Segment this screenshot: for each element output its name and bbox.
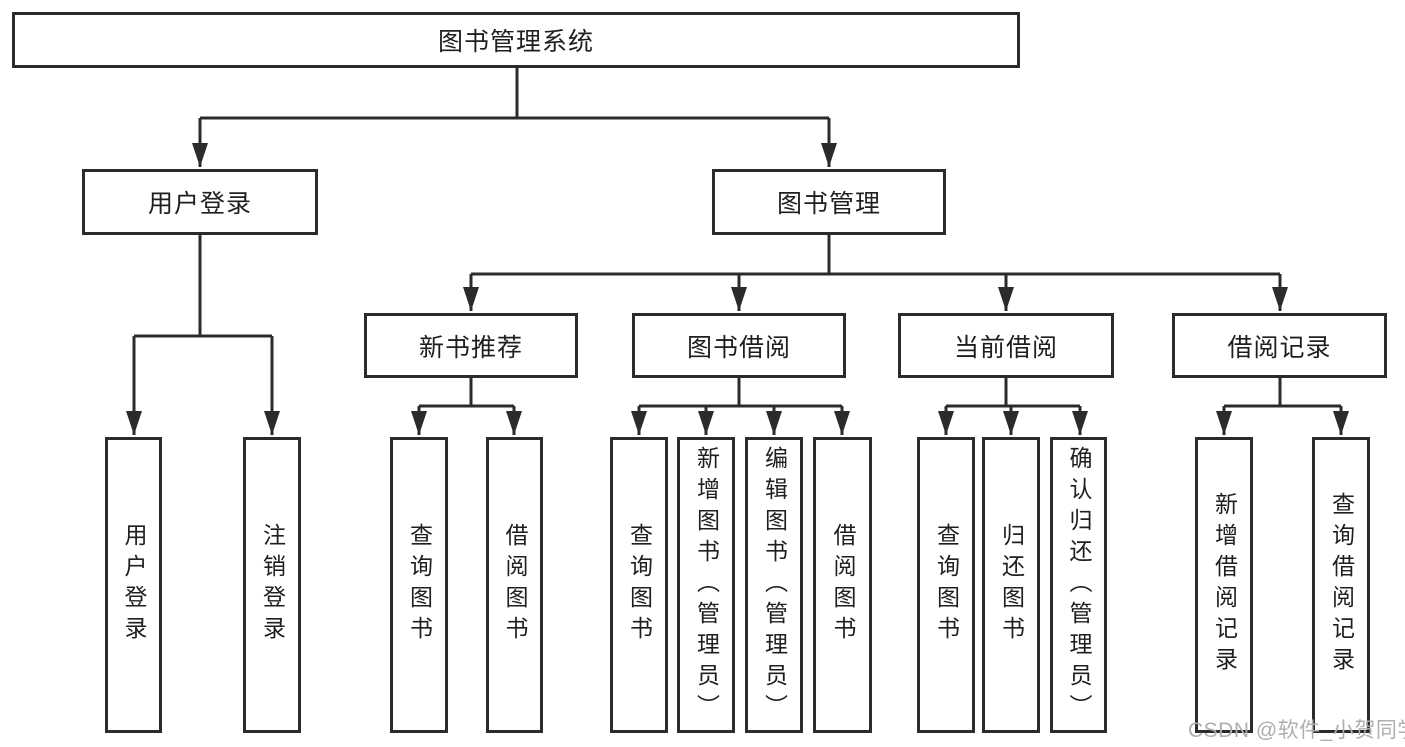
node-book-borrow: 图书借阅 [632, 313, 846, 378]
leaf-newbook-borrow-books: 借阅图书 [486, 437, 543, 733]
leaf-user-login: 用户登录 [105, 437, 162, 733]
leaf-borrow-query-books: 查询图书 [610, 437, 668, 733]
leaf-newbook-query-books: 查询图书 [390, 437, 448, 733]
watermark: CSDN @软件_小贺同学 [1188, 719, 1405, 742]
leaf-records-add-record: 新增借阅记录 [1195, 437, 1253, 733]
node-current-borrow: 当前借阅 [898, 313, 1114, 378]
node-user-login: 用户登录 [82, 169, 318, 235]
leaf-borrow-add-books-admin: 新增图书（管理员） [677, 437, 735, 733]
leaf-borrow-edit-books-admin: 编辑图书（管理员） [745, 437, 803, 733]
leaf-logout: 注销登录 [243, 437, 301, 733]
node-root-system: 图书管理系统 [12, 12, 1020, 68]
node-new-book-recommend: 新书推荐 [364, 313, 578, 378]
leaf-current-confirm-return-admin: 确认归还（管理员） [1050, 437, 1107, 733]
leaf-borrow-borrow-books: 借阅图书 [813, 437, 872, 733]
leaf-records-query-record: 查询借阅记录 [1312, 437, 1370, 733]
leaf-current-return-books: 归还图书 [982, 437, 1040, 733]
node-borrow-records: 借阅记录 [1172, 313, 1387, 378]
leaf-current-query-books: 查询图书 [917, 437, 975, 733]
node-book-management: 图书管理 [712, 169, 946, 235]
